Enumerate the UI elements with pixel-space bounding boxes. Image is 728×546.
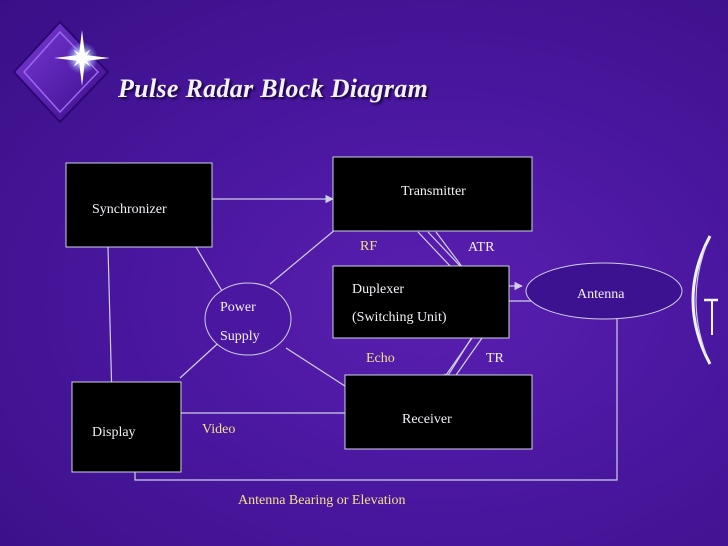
power-supply-block: Power Supply <box>204 282 292 356</box>
antenna-label: Antenna <box>577 287 625 302</box>
tr-line-2 <box>453 337 483 379</box>
sparkle-diamond-icon <box>12 20 110 124</box>
synchronizer-label: Synchronizer <box>92 202 167 217</box>
display-block: Display <box>71 381 182 473</box>
rf-label: RF <box>360 239 377 254</box>
atr-label: ATR <box>468 240 495 255</box>
receiver-block: Receiver <box>344 374 533 450</box>
echo-label: Echo <box>366 351 395 366</box>
transmitter-block: Transmitter <box>332 156 533 232</box>
atr-line-1 <box>417 231 453 269</box>
display-label: Display <box>92 425 136 440</box>
synchronizer-block: Synchronizer <box>65 162 213 248</box>
atr-line-2 <box>427 231 463 269</box>
power-to-receiver-line <box>285 347 349 389</box>
bearing-label: Antenna Bearing or Elevation <box>238 493 406 508</box>
power-label-line1: Power <box>220 300 256 315</box>
duplexer-block: Duplexer (Switching Unit) <box>332 265 510 339</box>
duplexer-label-line1: Duplexer <box>352 282 404 297</box>
tr-label: TR <box>486 351 505 366</box>
antenna-block: Antenna <box>525 262 683 320</box>
parabolic-dish-icon <box>691 235 718 365</box>
video-label: Video <box>202 422 235 437</box>
page-title: Pulse Radar Block Diagram <box>118 74 429 103</box>
receiver-label: Receiver <box>402 412 452 427</box>
power-label-line2: Supply <box>220 329 260 344</box>
power-to-transmitter-line <box>269 228 337 285</box>
synchronizer-to-display-arrow <box>107 246 117 401</box>
synchronizer-to-power-line <box>195 246 223 292</box>
transmitter-label: Transmitter <box>401 184 466 199</box>
duplexer-label-line2: (Switching Unit) <box>352 310 447 325</box>
